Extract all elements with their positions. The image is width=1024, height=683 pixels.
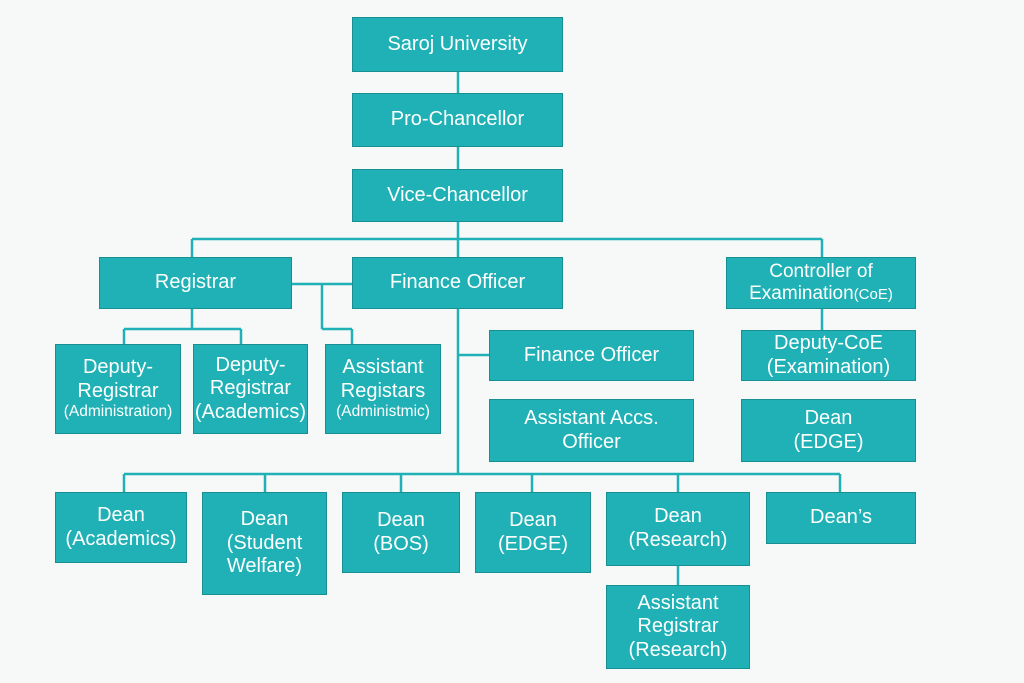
node-label: Pro-Chancellor bbox=[390, 108, 525, 131]
node-finance-officer[interactable]: Finance Officer bbox=[352, 257, 563, 309]
node-pro-chancellor[interactable]: Pro-Chancellor bbox=[352, 93, 563, 147]
node-deans[interactable]: Dean’s bbox=[766, 492, 916, 544]
coe-label-sub: (CoE) bbox=[853, 286, 893, 303]
node-label: Deputy-CoE (Examination) bbox=[766, 331, 891, 378]
node-label: Dean (BOS) bbox=[373, 508, 429, 555]
node-controller-of-examination[interactable]: Controller of Examination(CoE) bbox=[726, 257, 916, 309]
node-label: Vice-Chancellor bbox=[387, 183, 528, 206]
node-label: Dean’s bbox=[810, 506, 872, 529]
node-dean-edge-right[interactable]: Dean (EDGE) bbox=[741, 399, 916, 462]
node-label: Dean (EDGE) bbox=[498, 508, 568, 555]
node-label: Assistant Accs. Officer bbox=[524, 406, 659, 453]
node-label: Assistant Registrar (Research) bbox=[628, 591, 728, 661]
node-sublabel: (Administmic) bbox=[336, 403, 430, 421]
node-finance-officer-2[interactable]: Finance Officer bbox=[489, 330, 694, 381]
node-saroj-university[interactable]: Saroj University bbox=[352, 17, 563, 72]
node-dean-academics[interactable]: Dean (Academics) bbox=[55, 492, 187, 563]
node-dean-edge[interactable]: Dean (EDGE) bbox=[475, 492, 591, 573]
node-label: Finance Officer bbox=[389, 271, 526, 294]
node-deputy-coe[interactable]: Deputy-CoE (Examination) bbox=[741, 330, 916, 381]
node-label: Deputy- Registrar bbox=[77, 356, 159, 402]
node-label: Assistant Registars bbox=[340, 356, 426, 402]
node-assistant-registrar-research[interactable]: Assistant Registrar (Research) bbox=[606, 585, 750, 669]
node-deputy-registrar-academics[interactable]: Deputy- Registrar (Academics) bbox=[193, 344, 308, 434]
node-label: Dean (EDGE) bbox=[793, 406, 864, 453]
node-label: Dean (Academics) bbox=[65, 503, 177, 550]
node-assistant-registars[interactable]: Assistant Registars (Administmic) bbox=[325, 344, 441, 434]
node-vice-chancellor[interactable]: Vice-Chancellor bbox=[352, 169, 563, 222]
node-assistant-accs-officer[interactable]: Assistant Accs. Officer bbox=[489, 399, 694, 462]
node-label: Finance Officer bbox=[523, 343, 660, 366]
node-label: Controller of Examination(CoE) bbox=[749, 261, 893, 306]
node-label: Dean (Research) bbox=[628, 505, 728, 551]
node-label: Saroj University bbox=[387, 32, 528, 55]
node-deputy-registrar-administration[interactable]: Deputy- Registrar (Administration) bbox=[55, 344, 181, 434]
node-registrar[interactable]: Registrar bbox=[99, 257, 292, 309]
node-dean-bos[interactable]: Dean (BOS) bbox=[342, 492, 460, 573]
node-dean-student-welfare[interactable]: Dean (Student Welfare) bbox=[202, 492, 327, 595]
coe-label-text: Controller of Examination bbox=[749, 260, 873, 304]
node-label: Dean (Student Welfare) bbox=[226, 508, 303, 578]
node-dean-research[interactable]: Dean (Research) bbox=[606, 492, 750, 566]
node-label: Registrar bbox=[154, 271, 237, 294]
node-label: Deputy- Registrar (Academics) bbox=[194, 353, 307, 423]
node-sublabel: (Administration) bbox=[63, 403, 173, 421]
